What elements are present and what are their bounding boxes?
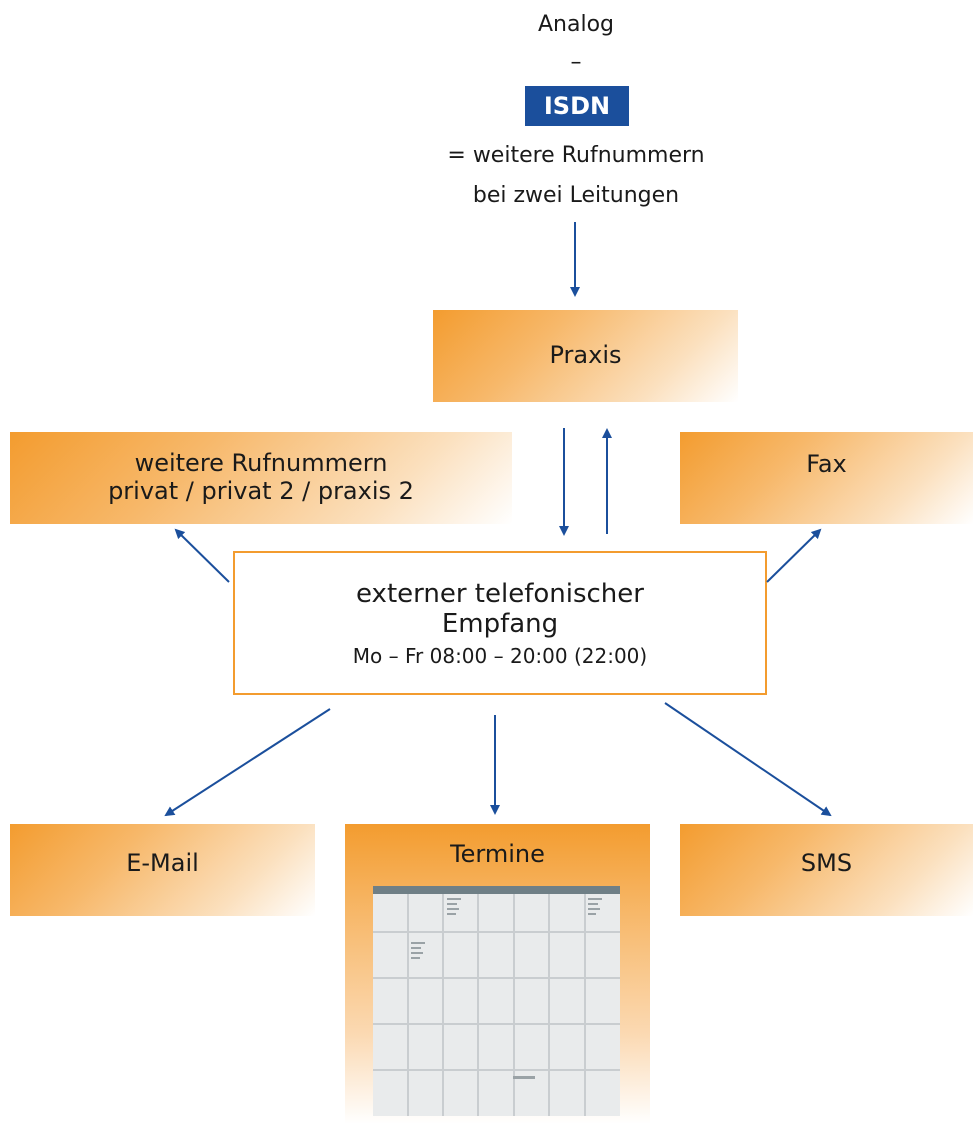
weitere-rufnummern-box: weitere Rufnummern privat / privat 2 / p…	[10, 432, 512, 524]
email-box: E-Mail	[10, 824, 315, 916]
termine-label: Termine	[450, 840, 545, 868]
empfang-title-line2: Empfang	[441, 609, 559, 639]
arrow-empfang-to-weitere	[174, 528, 230, 583]
arrow-empfang-to-email	[164, 708, 331, 817]
weitere-rufnummern-note: = weitere Rufnummern	[447, 143, 705, 168]
sms-box: SMS	[680, 824, 973, 916]
fax-box: Fax	[680, 432, 973, 524]
sms-label: SMS	[800, 849, 853, 878]
praxis-label: Praxis	[549, 341, 622, 370]
praxis-box: Praxis	[433, 310, 738, 402]
empfang-title-line1: externer telefonischer	[356, 579, 644, 609]
calendar-grid-icon	[373, 886, 620, 1116]
arrow-empfang-to-fax	[766, 528, 822, 583]
arrow-empfang-to-sms	[664, 702, 832, 817]
fax-label: Fax	[806, 450, 847, 479]
analog-label: Analog	[537, 12, 614, 37]
empfang-hours: Mo – Fr 08:00 – 20:00 (22:00)	[352, 644, 648, 668]
email-label: E-Mail	[126, 849, 199, 878]
calendar-thumbnail	[373, 886, 620, 1116]
externer-empfang-box: externer telefonischer Empfang Mo – Fr 0…	[233, 551, 767, 695]
dash-separator: –	[570, 50, 582, 75]
isdn-badge: ISDN	[525, 86, 629, 126]
weitere-rufnummern-title: weitere Rufnummern	[134, 449, 388, 478]
weitere-rufnummern-subtitle: privat / privat 2 / praxis 2	[108, 477, 414, 505]
zwei-leitungen-note: bei zwei Leitungen	[472, 183, 680, 208]
